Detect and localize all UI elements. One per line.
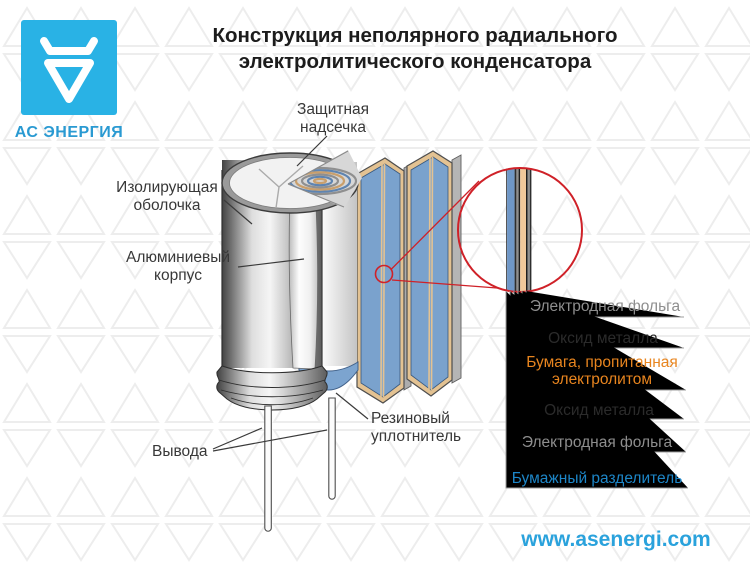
layer-metal-oxide-right — [526, 168, 528, 292]
top-cap — [221, 150, 362, 214]
company-logo: АС ЭНЕРГИЯ — [15, 20, 124, 141]
svg-text:корпус: корпус — [154, 267, 202, 284]
logo-brand-text: АС ЭНЕРГИЯ — [15, 124, 124, 141]
foil-sheets — [356, 150, 462, 404]
foil-leaf-back — [406, 150, 453, 397]
vent-score-lines — [258, 165, 304, 209]
label-paper-separator: Бумажный разделитель — [512, 470, 683, 487]
svg-text:Изолирующая: Изолирующая — [116, 179, 218, 196]
svg-text:Защитная: Защитная — [297, 101, 369, 118]
label-soaked-paper-line1: Бумага, пропитанная — [526, 354, 678, 371]
magnifier-circle — [457, 167, 583, 293]
layer-electrode-foil-left — [516, 168, 519, 292]
magnifier-source-circle — [374, 264, 394, 284]
label-electrode-foil-top: Электродная фольга — [530, 298, 681, 315]
magnifier-callout — [374, 167, 583, 293]
logo-triangle-mark-icon — [40, 37, 98, 103]
svg-text:уплотнитель: уплотнитель — [371, 428, 461, 445]
label-soaked-paper-line2: электролитом — [552, 371, 652, 388]
label-metal-oxide-bottom: Оксид металла — [544, 402, 654, 419]
leaf-crease — [380, 163, 386, 398]
layer-metal-oxide-left — [518, 168, 521, 292]
part-labels: Защитная надсечка Изолирующая оболочка А… — [116, 101, 461, 460]
label-rubber-seal: Резиновый уплотнитель — [335, 392, 461, 445]
svg-text:оболочка: оболочка — [133, 197, 200, 214]
title-line-2: электролитического конденсатора — [239, 50, 592, 73]
label-leads: Вывода — [152, 427, 328, 460]
svg-text:Алюминиевый: Алюминиевый — [126, 249, 230, 266]
callout-labels: Электродная фольга Оксид металла Бумага,… — [512, 298, 683, 487]
label-aluminum-case: Алюминиевый корпус — [126, 249, 305, 284]
layer-paper-separator — [507, 168, 515, 292]
lead-wire-left — [264, 405, 272, 532]
label-electrode-foil-bottom: Электродная фольга — [522, 434, 673, 451]
label-protective-notch: Защитная надсечка — [296, 101, 369, 167]
layer-soaked-paper — [520, 168, 526, 292]
label-insulating-sheath: Изолирующая оболочка — [116, 179, 253, 225]
title-line-1: Конструкция неполярного радиального — [213, 24, 618, 47]
crimped-base — [216, 365, 328, 411]
page-title: Конструкция неполярного радиального элек… — [213, 24, 618, 73]
lead-wire-right — [328, 397, 336, 500]
layer-stack — [506, 168, 532, 292]
foil-leaf-front — [356, 157, 405, 404]
leaf-crease — [428, 156, 434, 391]
capacitor-body — [216, 150, 362, 532]
foil-sheet-gray-back — [451, 154, 462, 384]
svg-text:Резиновый: Резиновый — [371, 410, 450, 427]
svg-text:Вывода: Вывода — [152, 443, 208, 460]
label-metal-oxide-top: Оксид металла — [548, 330, 658, 347]
layer-electrode-foil-right — [527, 168, 530, 292]
website-link[interactable]: www.asenergi.com — [520, 528, 710, 551]
svg-text:надсечка: надсечка — [300, 119, 366, 136]
callout-leaders — [505, 291, 688, 489]
